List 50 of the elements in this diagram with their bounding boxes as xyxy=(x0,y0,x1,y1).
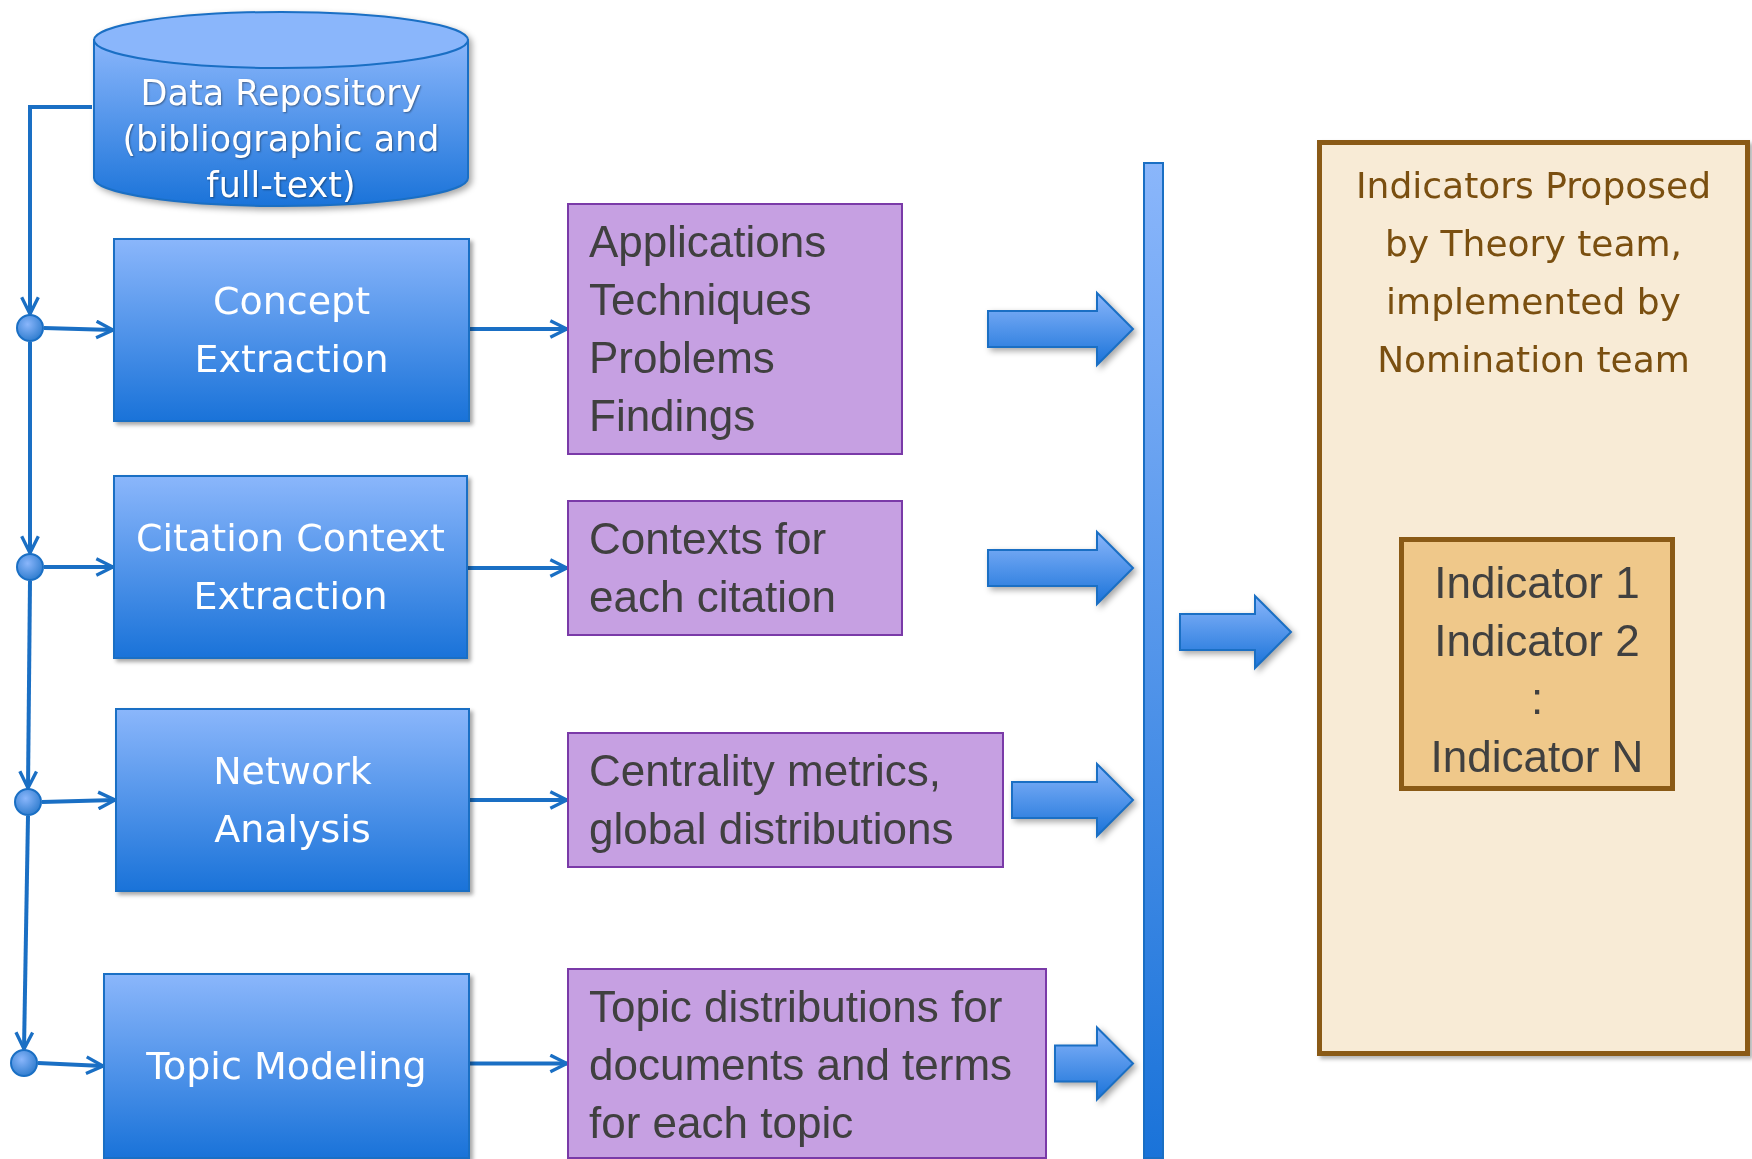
arrow xyxy=(470,790,569,810)
block-arrow xyxy=(1054,1025,1135,1102)
process-box xyxy=(113,238,470,422)
output-box xyxy=(567,732,1004,868)
arrow xyxy=(470,319,569,339)
list-item: Applications xyxy=(589,216,828,268)
list-item: Techniques xyxy=(589,274,813,326)
list-item: Indicator N xyxy=(1429,731,1645,783)
arrow xyxy=(20,105,92,316)
arrow xyxy=(470,1053,569,1074)
database-cylinder xyxy=(92,10,470,208)
output-box xyxy=(567,968,1047,1159)
output-box xyxy=(567,500,903,636)
block-arrow xyxy=(987,290,1135,368)
box-label: Data Repository (bibliographic and full-text) xyxy=(121,72,441,207)
process-box xyxy=(115,708,470,892)
box-label: Concept Extraction xyxy=(193,278,390,383)
junction-dot xyxy=(16,553,44,581)
arrow xyxy=(14,815,35,1051)
list-item: Problems xyxy=(589,332,776,384)
list-item: : xyxy=(1529,673,1545,725)
junction-dot xyxy=(16,314,44,342)
box-label: Topic Modeling xyxy=(146,1043,427,1090)
list-item: Findings xyxy=(589,390,757,442)
indicator-panel xyxy=(1317,140,1750,1056)
block-arrow xyxy=(987,529,1135,607)
list-item: Indicator 1 xyxy=(1433,557,1641,609)
junction-dot xyxy=(14,788,42,816)
arrow xyxy=(18,580,39,790)
collector-bar xyxy=(1143,162,1164,1159)
arrow xyxy=(468,558,569,578)
block-arrow xyxy=(1011,761,1135,839)
process-box xyxy=(113,475,468,659)
indicator-list-box xyxy=(1399,537,1675,791)
box-label: Centrality metrics, global distributions xyxy=(589,745,955,855)
list-item: Indicator 2 xyxy=(1433,615,1641,667)
arrow xyxy=(20,342,40,555)
box-label: Contexts for each citation xyxy=(589,513,838,623)
arrow xyxy=(44,557,115,577)
process-box xyxy=(103,973,470,1159)
panel-heading: Indicators Proposed by Theory team, implemented by Nomination team xyxy=(1355,164,1712,382)
arrow xyxy=(43,319,115,340)
box-label: Topic distributions for documents and terms for each topic xyxy=(589,981,1014,1149)
box-label: Citation Context Extraction xyxy=(135,515,446,620)
arrow xyxy=(41,790,117,811)
output-box xyxy=(567,203,903,455)
junction-dot xyxy=(10,1049,38,1077)
block-arrow xyxy=(1179,593,1293,671)
box-label: Network Analysis xyxy=(212,748,373,853)
arrow xyxy=(37,1055,105,1076)
